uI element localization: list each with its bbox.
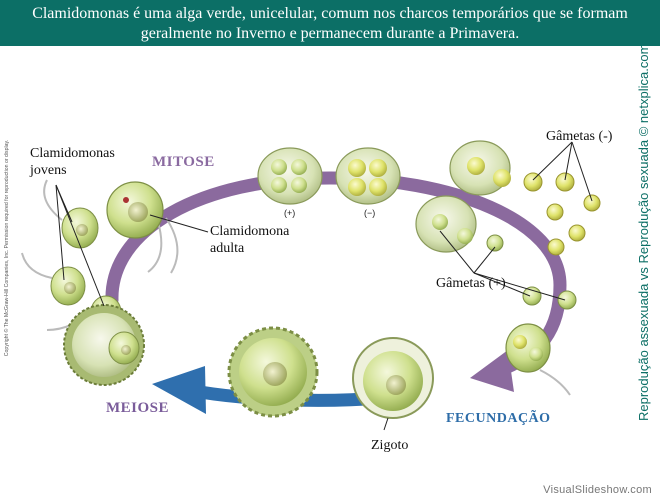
label-gametas-plus: Gâmetas (+) (436, 276, 506, 292)
germinating-zygote (64, 305, 144, 385)
label-clamidomona-adulta-line2: adulta (210, 241, 244, 257)
dividing-cell-minus (336, 148, 400, 204)
label-clamidomona-adulta-line1: Clamidomona (210, 224, 289, 240)
stage-fecundacao: FECUNDAÇÃO (446, 411, 551, 427)
fusing-gametes (506, 324, 570, 395)
side-title: Reprodução assexuada vs Reprodução sexua… (636, 91, 652, 421)
young-cell-2 (22, 253, 85, 305)
gamete-parent-plus (416, 196, 476, 252)
gamete-parent-minus (450, 141, 511, 195)
zigoto-pointer (384, 418, 388, 430)
mitosis-cycle-arrow (112, 178, 560, 370)
label-sign-plus: (+) (284, 208, 295, 218)
copyright-notice: Copyright © The McGraw-Hill Companies, I… (3, 98, 11, 398)
dividing-cell-plus (258, 148, 322, 204)
label-clamidomonas-jovens-line2: jovens (30, 163, 67, 179)
label-sign-minus: (−) (364, 208, 375, 218)
footer-watermark: VisualSlideshow.com (543, 484, 652, 496)
zygote (353, 338, 433, 418)
stage-mitose: MITOSE (152, 154, 215, 171)
label-clamidomonas-jovens-line1: Clamidomonas (30, 146, 115, 162)
dormant-zygote (229, 328, 317, 416)
label-zigoto: Zigoto (371, 438, 408, 454)
stage-meiose: MEIOSE (106, 400, 169, 417)
label-gametas-minus: Gâmetas (-) (546, 129, 612, 145)
young-cell-1 (44, 180, 98, 248)
gametas-minus-pointers (533, 142, 592, 201)
